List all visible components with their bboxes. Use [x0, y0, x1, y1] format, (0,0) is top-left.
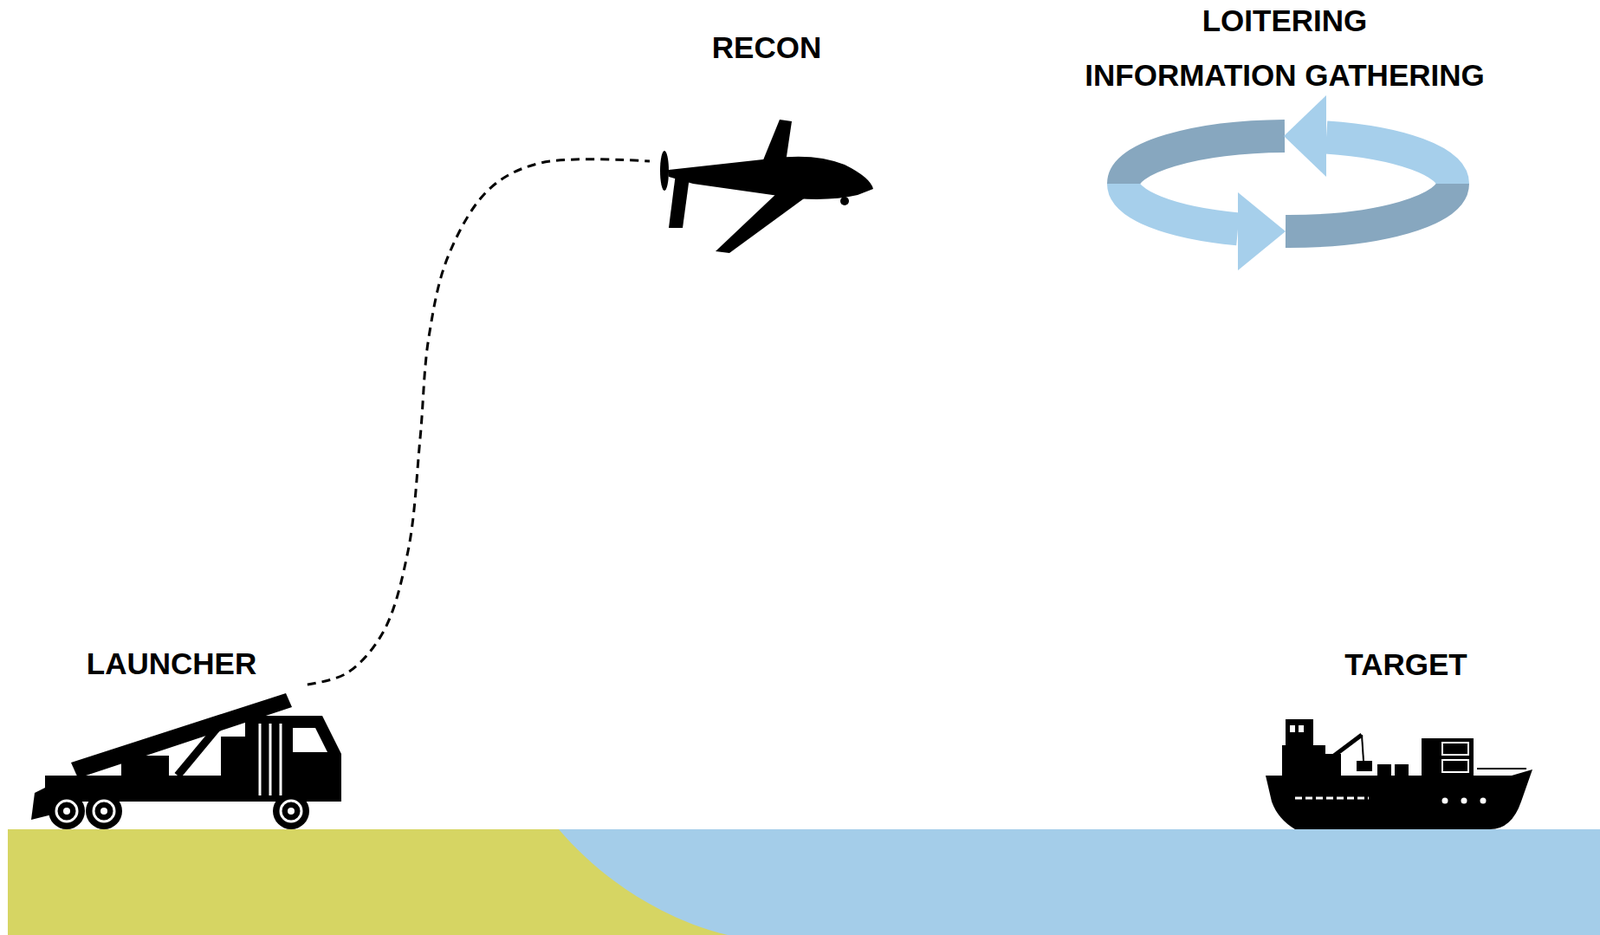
drone — [660, 119, 874, 253]
illustration-node: TARGET — [1260, 710, 1538, 832]
flight-path — [307, 159, 650, 685]
node-label: LAUNCHER — [86, 645, 257, 682]
ship — [1265, 719, 1533, 830]
illustration-node: RECON — [649, 112, 875, 256]
water — [558, 829, 1600, 935]
node-label: TARGET — [1344, 646, 1467, 683]
illustration-node: LAUNCHER — [25, 684, 364, 832]
land — [7, 829, 1600, 935]
illustration-node: LOITERINGINFORMATION GATHERING — [1104, 86, 1513, 286]
node-label: INFORMATION GATHERING — [1084, 57, 1484, 94]
loiter-cycle — [1123, 95, 1453, 271]
node-label: LOITERING — [1202, 2, 1368, 39]
launcher-truck — [31, 693, 342, 830]
node-label: RECON — [712, 29, 822, 66]
